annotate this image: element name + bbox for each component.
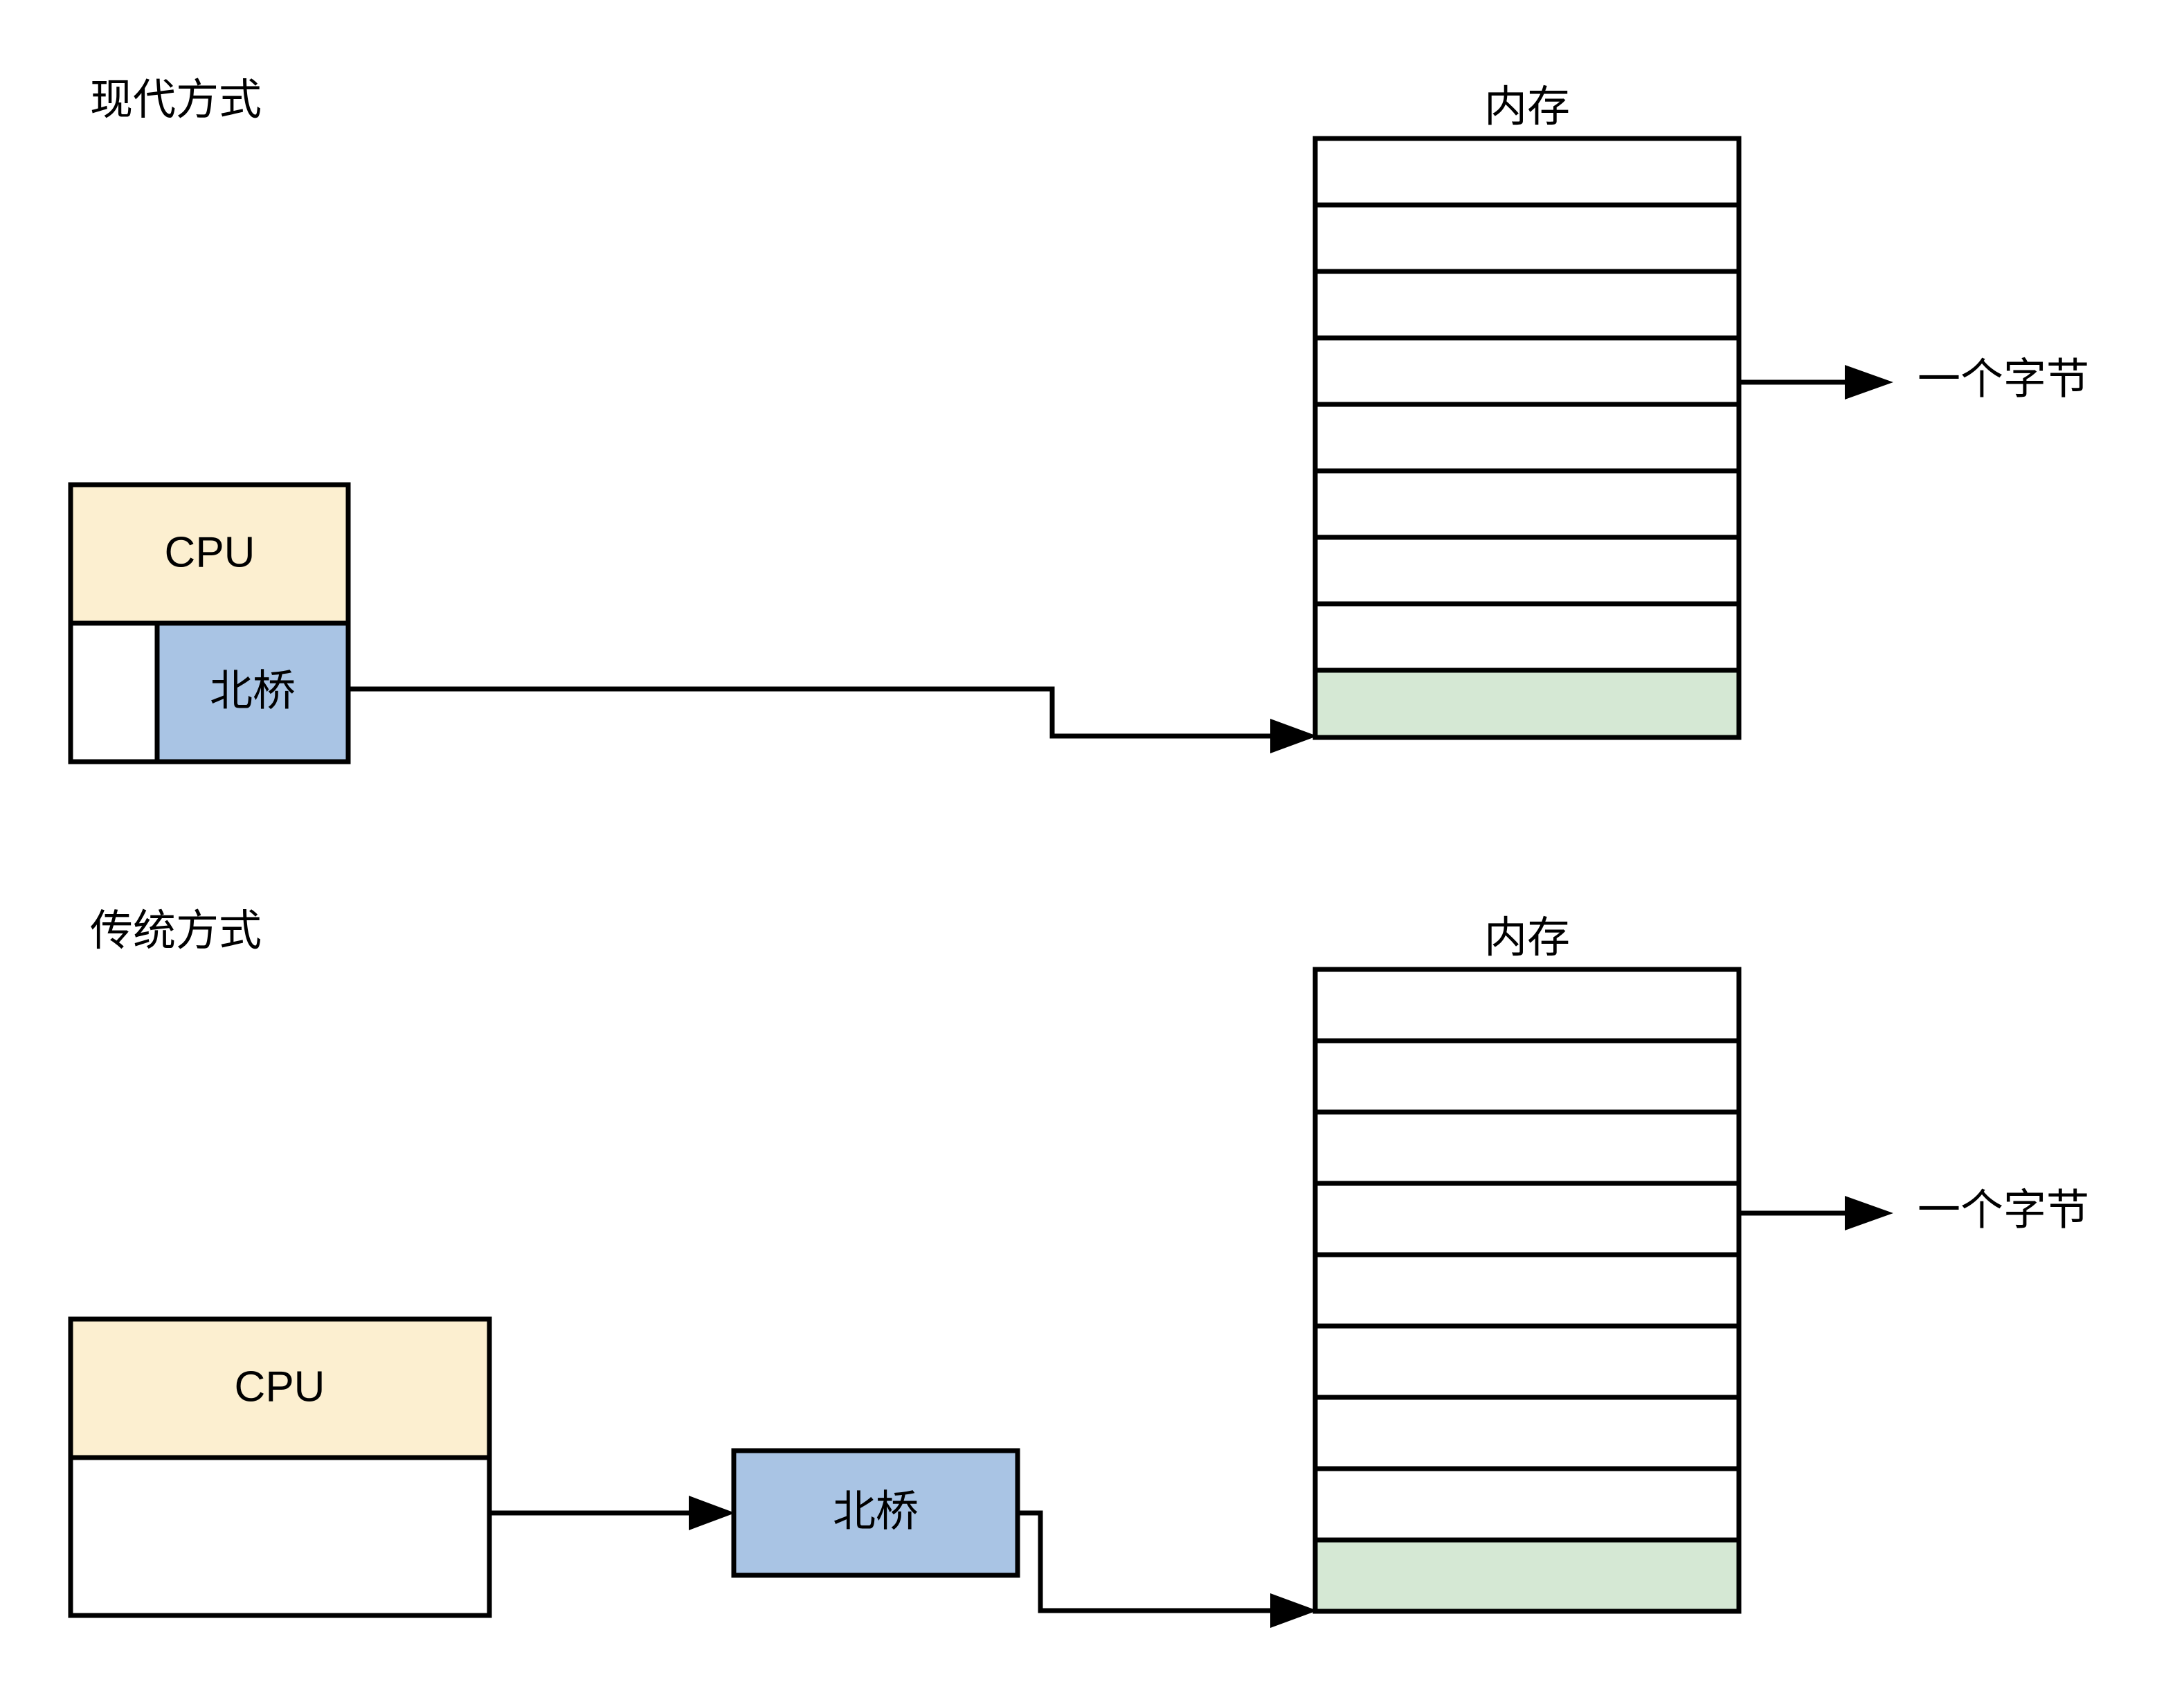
memory-cell xyxy=(1312,1466,1742,1543)
northbridge-block xyxy=(154,620,351,764)
arrow-head-icon xyxy=(1845,365,1893,400)
memory-cell-highlighted xyxy=(1312,1537,1742,1614)
traditional-byte-annotation: 一个字节 xyxy=(1739,1186,2089,1234)
modern-byte-label: 一个字节 xyxy=(1917,355,2089,403)
traditional-northbridge-to-memory-connector xyxy=(1018,1510,1317,1628)
memory-cell xyxy=(1312,535,1742,607)
traditional-byte-label: 一个字节 xyxy=(1917,1186,2089,1234)
memory-cell xyxy=(1312,136,1742,208)
modern-cpu-package: CPU 北桥 xyxy=(68,482,351,764)
arrow-head-icon xyxy=(689,1496,735,1530)
traditional-section: 传统方式 内存 一个字节 xyxy=(68,907,2089,1628)
modern-byte-annotation: 一个字节 xyxy=(1739,355,2089,403)
memory-cell xyxy=(1312,967,1742,1043)
memory-cell-highlighted xyxy=(1312,668,1742,740)
memory-cell xyxy=(1312,1181,1742,1257)
memory-cell xyxy=(1312,1323,1742,1400)
modern-section-title: 现代方式 xyxy=(90,76,262,124)
memory-cell xyxy=(1312,1395,1742,1471)
cpu-empty-cell xyxy=(68,1455,492,1618)
memory-cell xyxy=(1312,1038,1742,1115)
traditional-cpu-label: CPU xyxy=(235,1363,325,1410)
memory-cell xyxy=(1312,335,1742,407)
arrow-head-icon xyxy=(1270,1593,1317,1628)
traditional-section-title: 传统方式 xyxy=(90,907,262,955)
modern-northbridge-to-memory-connector xyxy=(348,686,1317,753)
memory-cell xyxy=(1312,1252,1742,1329)
traditional-northbridge-label: 北桥 xyxy=(833,1487,919,1535)
modern-memory-stack xyxy=(1312,136,1742,740)
arrow-head-icon xyxy=(1845,1196,1893,1230)
memory-cell xyxy=(1312,468,1742,540)
arrow-head-icon xyxy=(1270,719,1317,753)
cpu-block xyxy=(68,482,351,626)
modern-memory-title: 内存 xyxy=(1484,83,1570,131)
memory-cell xyxy=(1312,202,1742,274)
modern-cpu-label: CPU xyxy=(165,528,255,576)
traditional-memory-stack xyxy=(1312,967,1742,1614)
modern-section: 现代方式 内存 一个字节 xyxy=(68,76,2089,764)
modern-northbridge-label: 北桥 xyxy=(210,667,296,715)
memory-cell xyxy=(1312,402,1742,474)
traditional-northbridge-package: 北桥 xyxy=(731,1448,1020,1578)
memory-cell xyxy=(1312,269,1742,341)
memory-cell xyxy=(1312,1109,1742,1186)
traditional-memory-title: 内存 xyxy=(1484,914,1570,962)
cpu-empty-cell xyxy=(68,620,160,764)
traditional-cpu-package: CPU xyxy=(68,1316,492,1618)
memory-cell xyxy=(1312,601,1742,673)
traditional-cpu-to-northbridge-connector xyxy=(489,1496,735,1530)
